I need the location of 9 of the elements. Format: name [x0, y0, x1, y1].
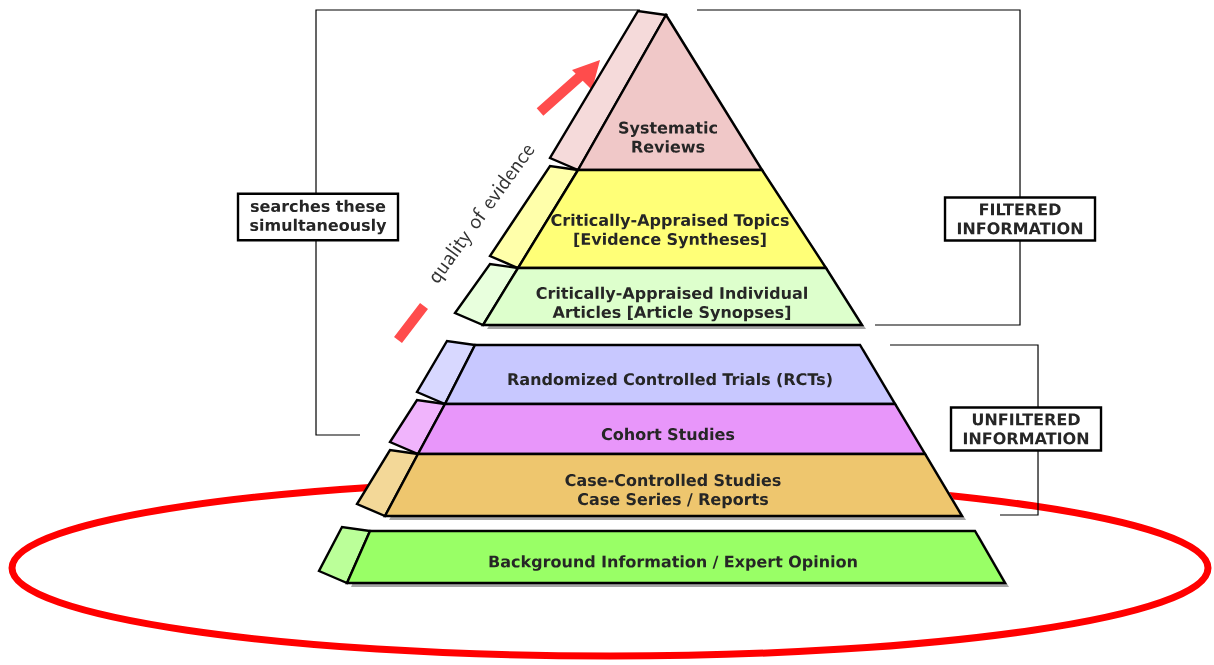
pyramid-band: Case-Controlled Studies Case Series / Reports	[355, 448, 966, 520]
pyramid-band: Randomized Controlled Trials (RCTs)	[415, 339, 899, 408]
pyramid-band: Cohort Studies	[388, 398, 929, 458]
label-box: UNFILTERED INFORMATION	[949, 406, 1103, 452]
pyramid-band: Critically-Appraised Individual Articles [Article Synopses]	[453, 262, 866, 329]
label-box: FILTERED INFORMATION	[943, 196, 1097, 242]
pyramid-band: Background Information / Expert Opinion	[317, 525, 1009, 587]
pyramid-band: Systematic Reviews	[548, 9, 766, 174]
label-box: searches these simultaneously	[236, 192, 400, 242]
